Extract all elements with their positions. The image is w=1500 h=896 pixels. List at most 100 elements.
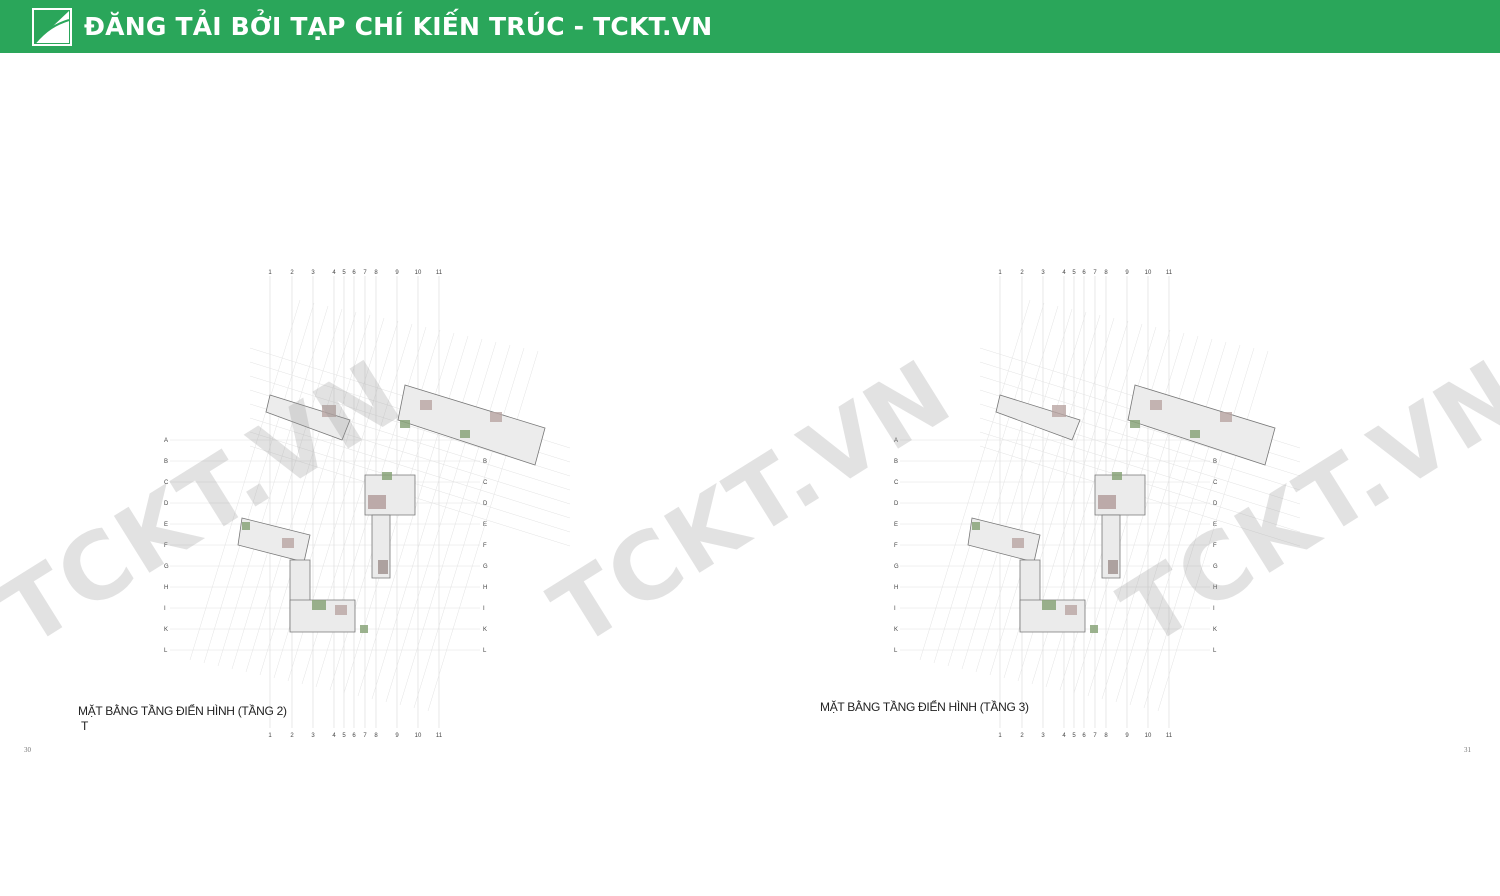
- right-grid-line-diag: [947, 305, 1059, 667]
- caption-left: MẶT BẰNG TẦNG ĐIỂN HÌNH (TẦNG 2): [78, 704, 287, 718]
- right-grid-line-diag: [1129, 344, 1241, 706]
- caption-left-extra: T: [81, 719, 89, 733]
- right-grid-label-right: F: [1213, 543, 1217, 549]
- floor-plan-right-drawing: 11223344556677889910101111AABBCCDDEEFFGG…: [894, 270, 1301, 739]
- right-building-wing: [1127, 384, 1276, 466]
- left-grid-line-diag: [231, 308, 343, 670]
- left-grid-label-bottom: 8: [374, 733, 378, 739]
- left-grid-label-top: 7: [363, 270, 367, 276]
- left-room: [322, 405, 336, 417]
- left-grid-label-top: 10: [415, 270, 422, 276]
- left-grid-line-diag: [371, 338, 483, 700]
- left-grid-label-right: I: [483, 606, 485, 612]
- right-grid-label-bottom: 5: [1072, 733, 1076, 739]
- left-grid-label-top: 9: [395, 270, 399, 276]
- left-grid-label-bottom: 4: [332, 733, 336, 739]
- right-grid-label-left: I: [894, 606, 896, 612]
- left-grid-line-diag: [427, 350, 539, 712]
- left-room: [282, 538, 294, 548]
- left-grid-label-right: B: [483, 459, 487, 465]
- right-grid-line-diag: [975, 311, 1087, 673]
- right-grid-label-right: G: [1213, 564, 1218, 570]
- right-grid-label-right: H: [1213, 585, 1217, 591]
- right-grid-label-left: K: [894, 627, 898, 633]
- left-grid-label-left: I: [164, 606, 166, 612]
- left-landscape: [242, 522, 250, 530]
- right-grid-line-diag: [1087, 335, 1199, 697]
- left-grid-label-top: 2: [290, 270, 294, 276]
- right-grid-label-top: 4: [1062, 270, 1066, 276]
- right-grid-label-right: D: [1213, 501, 1218, 507]
- left-grid-label-right: D: [483, 501, 488, 507]
- right-grid-label-bottom: 1: [998, 733, 1002, 739]
- right-landscape: [1042, 600, 1056, 610]
- right-grid-line-diag: [1115, 341, 1227, 703]
- right-grid-label-bottom: 2: [1020, 733, 1024, 739]
- left-grid-label-bottom: 2: [290, 733, 294, 739]
- left-grid-line-diag: [203, 302, 315, 664]
- left-landscape: [400, 420, 410, 428]
- left-room: [490, 412, 502, 422]
- left-grid-label-bottom: 7: [363, 733, 367, 739]
- right-grid-label-bottom: 6: [1082, 733, 1086, 739]
- right-room: [1108, 560, 1118, 574]
- right-landscape: [1130, 420, 1140, 428]
- right-grid-label-bottom: 8: [1104, 733, 1108, 739]
- right-room: [1012, 538, 1024, 548]
- right-grid-label-bottom: 7: [1093, 733, 1097, 739]
- left-room: [368, 495, 386, 509]
- right-grid-label-top: 8: [1104, 270, 1108, 276]
- right-grid-label-left: E: [894, 522, 898, 528]
- left-grid-label-top: 6: [352, 270, 356, 276]
- left-grid-label-top: 4: [332, 270, 336, 276]
- left-grid-label-top: 3: [311, 270, 315, 276]
- left-grid-label-bottom: 10: [415, 733, 422, 739]
- right-grid-label-left: C: [894, 480, 899, 486]
- left-grid-label-top: 1: [268, 270, 272, 276]
- left-grid-label-left: H: [164, 585, 168, 591]
- right-grid-label-right: I: [1213, 606, 1215, 612]
- left-grid-label-left: G: [164, 564, 169, 570]
- left-grid-label-left: K: [164, 627, 168, 633]
- page-number-left: 30: [24, 746, 31, 754]
- right-room: [1150, 400, 1162, 410]
- right-grid-label-right: B: [1213, 459, 1217, 465]
- tckt-logo-icon: [32, 8, 72, 46]
- right-grid-line-diag: [933, 302, 1045, 664]
- left-grid-line-diag: [357, 335, 469, 697]
- left-grid-line-diag: [217, 305, 329, 667]
- right-grid-label-bottom: 9: [1125, 733, 1129, 739]
- left-grid-label-left: A: [164, 438, 168, 444]
- right-grid-label-top: 9: [1125, 270, 1129, 276]
- left-grid-label-top: 8: [374, 270, 378, 276]
- left-grid-label-right: F: [483, 543, 487, 549]
- left-grid-label-right: H: [483, 585, 487, 591]
- right-landscape: [1090, 625, 1098, 633]
- right-grid-label-left: G: [894, 564, 899, 570]
- banner-title: ĐĂNG TẢI BỞI TẠP CHÍ KIẾN TRÚC - TCKT.VN: [84, 12, 713, 41]
- left-grid-label-top: 5: [342, 270, 346, 276]
- left-grid-label-left: D: [164, 501, 169, 507]
- left-grid-line-diag: [399, 344, 511, 706]
- left-grid-label-bottom: 3: [311, 733, 315, 739]
- right-landscape: [1190, 430, 1200, 438]
- floor-plan-left: 11223344556677889910101111AABBCCDDEEFFGG…: [150, 260, 590, 750]
- right-grid-label-top: 3: [1041, 270, 1045, 276]
- right-room: [1065, 605, 1077, 615]
- right-grid-label-bottom: 3: [1041, 733, 1045, 739]
- right-landscape: [972, 522, 980, 530]
- right-landscape: [1112, 472, 1122, 480]
- right-grid-label-right: K: [1213, 627, 1217, 633]
- left-grid-line-diag: [245, 311, 357, 673]
- right-grid-line-diag: [1101, 338, 1213, 700]
- left-grid-label-top: 11: [436, 270, 443, 276]
- left-grid-label-right: L: [483, 648, 487, 654]
- right-grid-line-diag: [1157, 350, 1269, 712]
- left-grid-line-diag: [259, 314, 371, 676]
- left-grid-label-right: K: [483, 627, 487, 633]
- right-grid-line-diag: [979, 417, 1301, 519]
- left-room: [378, 560, 388, 574]
- right-grid-label-top: 2: [1020, 270, 1024, 276]
- right-grid-label-left: H: [894, 585, 898, 591]
- right-grid-label-top: 10: [1145, 270, 1152, 276]
